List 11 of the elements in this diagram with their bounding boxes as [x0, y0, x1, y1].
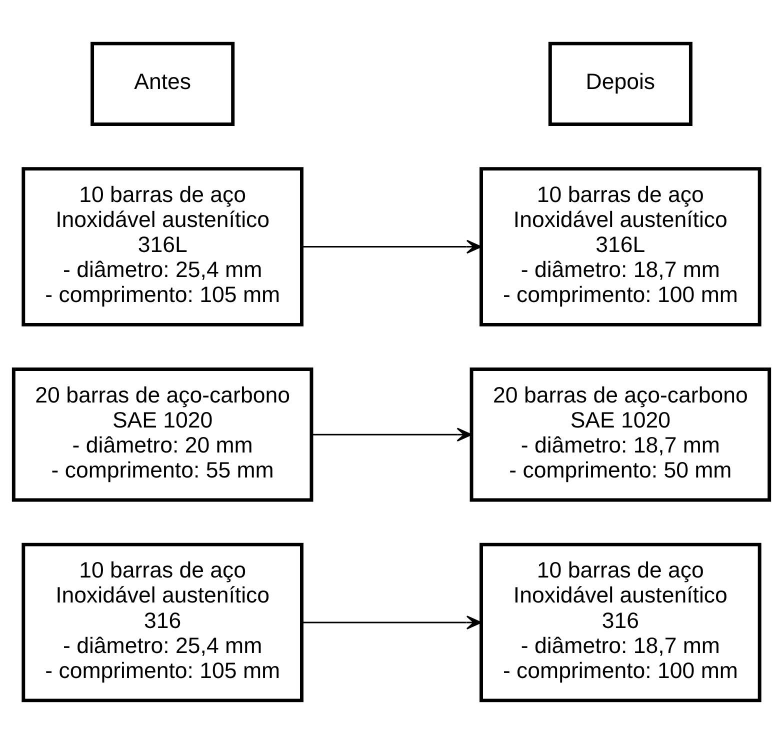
node-box: 10 barras de aço Inoxidável austenítico 316 - diâmetro: 18,7 mm - comprimento: 100 mm [480, 542, 762, 702]
node-box: Antes [90, 42, 235, 126]
node-box: 10 barras de aço Inoxidável austenítico 316L - diâmetro: 25,4 mm - comprimento: 105 mm [22, 167, 304, 326]
node-box: Depois [548, 42, 692, 126]
node-box: 10 barras de aço Inoxidável austenítico 316 - diâmetro: 25,4 mm - comprimento: 105 mm [22, 542, 304, 702]
arrow [302, 240, 482, 254]
node-box: 10 barras de aço Inoxidável austenítico 316L - diâmetro: 18,7 mm - comprimento: 100 mm [480, 167, 762, 326]
arrow [312, 428, 472, 442]
node-box: 20 barras de aço-carbono SAE 1020 - diâmetro: 18,7 mm - comprimento: 50 mm [470, 367, 772, 502]
node-box: 20 barras de aço-carbono SAE 1020 - diâmetro: 20 mm - comprimento: 55 mm [12, 367, 314, 502]
arrow [302, 616, 482, 630]
